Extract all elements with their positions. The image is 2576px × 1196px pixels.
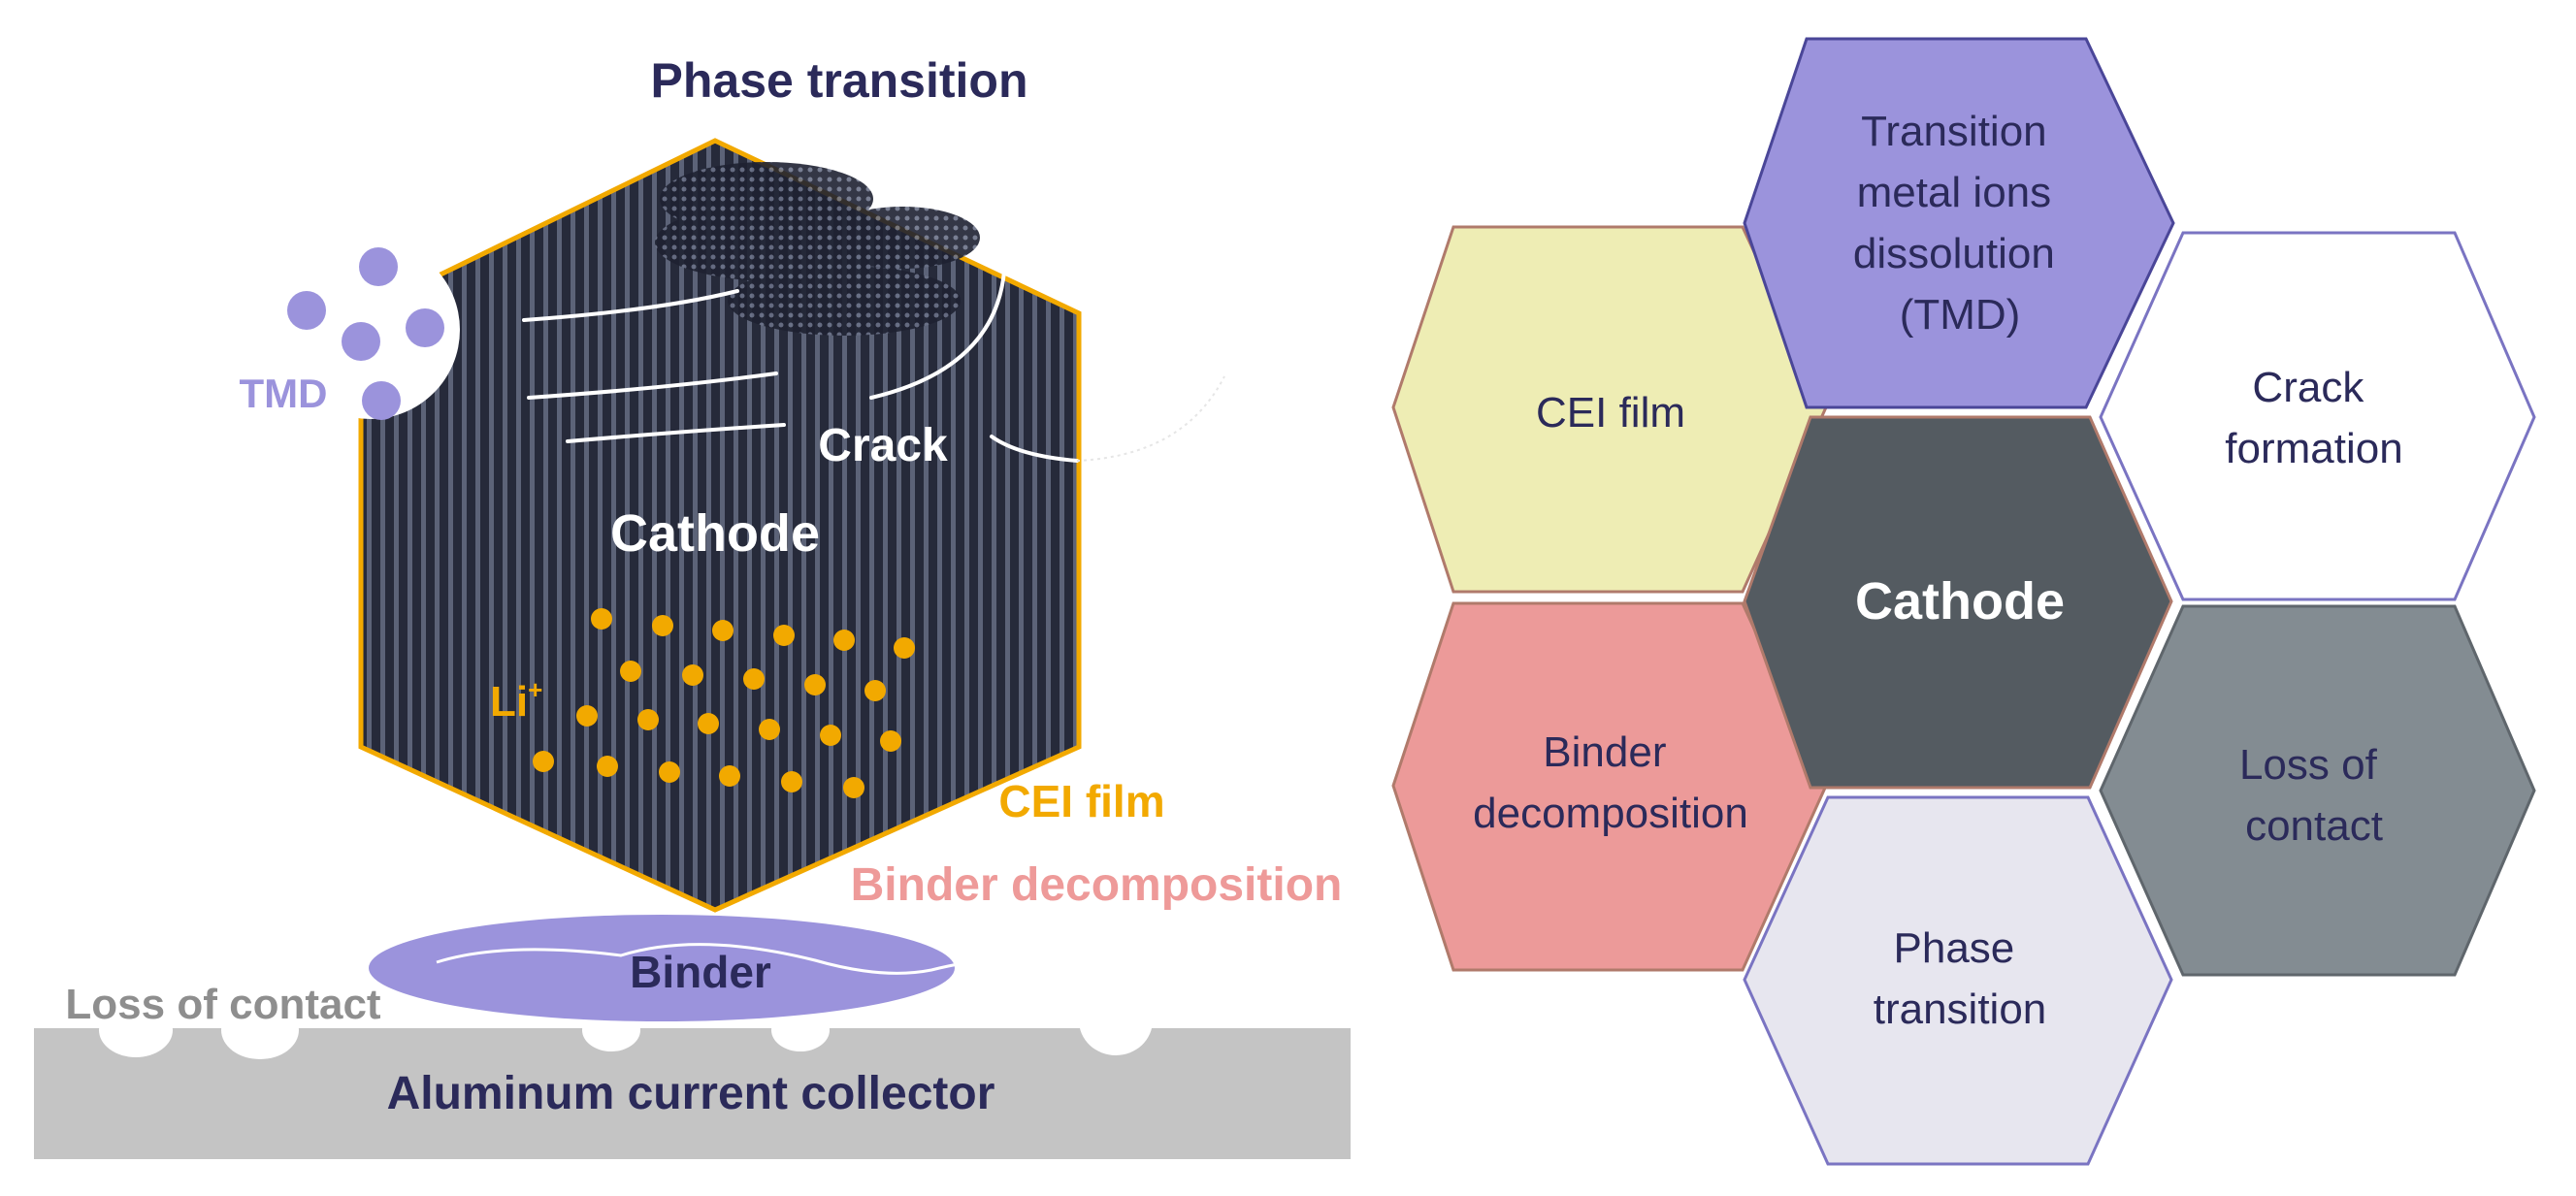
li-label: Li+ [490, 675, 542, 726]
li-ion [864, 680, 886, 701]
hex-cathode-center [1743, 415, 2173, 790]
hex-label-loss-line: contact [2245, 802, 2383, 850]
hex-label-cathode: Cathode [1855, 572, 2065, 630]
crack-line [522, 289, 739, 322]
phase-transition-label: Phase transition [651, 53, 1028, 108]
crack-line [527, 372, 778, 400]
void [221, 1001, 299, 1059]
li-ion [743, 668, 765, 690]
li-ion [781, 771, 802, 792]
li-ion [597, 756, 618, 777]
hex-label-crack-line: formation [2225, 425, 2402, 472]
li-ion [682, 664, 703, 686]
crack-label: Crack [818, 420, 948, 471]
li-ion [620, 661, 641, 682]
crack-fragment-outline [1076, 375, 1225, 462]
cei-film-label: CEI film [998, 776, 1164, 826]
crack-lines [522, 270, 1079, 463]
li-ion [637, 709, 659, 730]
tmd-ions [287, 247, 444, 420]
contact-voids [99, 986, 1153, 1059]
hex-tmd [1743, 37, 2175, 409]
li-ion [591, 608, 612, 630]
phase-blob [825, 207, 980, 269]
tmd-ion [406, 308, 444, 347]
collector-label: Aluminum current collector [387, 1068, 995, 1119]
li-ion [652, 615, 673, 636]
hex-binder-decomposition [1391, 601, 1828, 972]
hex-label-tmd-line: dissolution [1853, 230, 2055, 277]
binder-decomposition-label: Binder decomposition [851, 859, 1343, 911]
hex-label-phase-line: Phase [1894, 924, 2015, 972]
hex-label-loss-line: Loss of [2239, 741, 2378, 789]
li-ion [894, 637, 915, 659]
left-diagram: Phase transition TMD Crack Cathode Li+ C… [34, 53, 1351, 1159]
li-ion [659, 761, 680, 783]
crack-line [869, 270, 1006, 400]
hex-label-binder-line: decomposition [1473, 790, 1748, 837]
hex-label-crack-line: Crack [2252, 364, 2364, 411]
right-hexmap: Transition metal ions dissolution (TMD) … [1391, 37, 2536, 1166]
phase-blob [728, 266, 961, 336]
hex-label-phase: Phase transition [1874, 924, 2047, 1033]
loss-of-contact-label: Loss of contact [65, 981, 380, 1028]
crack-line [566, 423, 786, 443]
li-ion [576, 705, 598, 727]
li-ion [880, 730, 901, 752]
tmd-ion [359, 247, 398, 286]
li-ion [698, 713, 719, 734]
li-ion [533, 751, 554, 772]
void [1079, 986, 1153, 1055]
li-ion [759, 719, 780, 740]
cathode-label: Cathode [610, 504, 820, 563]
li-ion [804, 674, 826, 695]
tmd-label: TMD [240, 371, 328, 416]
hex-label-phase-line: transition [1874, 986, 2047, 1033]
li-text: Li [490, 678, 528, 726]
void [99, 1003, 173, 1057]
void [771, 1009, 830, 1051]
hex-crack-formation [2099, 231, 2536, 601]
tmd-ion [362, 381, 401, 420]
li-ion [712, 620, 734, 641]
hex-label-tmd-line: Transition [1861, 108, 2047, 155]
li-ion [820, 725, 841, 746]
li-ions [533, 608, 915, 798]
li-ion [833, 630, 855, 651]
li-ion [843, 777, 864, 798]
crack-line [990, 435, 1079, 463]
binder-ellipse [369, 915, 955, 1021]
hex-label-crack: Crack formation [2225, 364, 2402, 472]
phase-transition-region [655, 162, 980, 336]
hex-label-loss: Loss of contact [2239, 741, 2389, 850]
binder-chain [436, 943, 1005, 975]
hex-label-tmd-line: (TMD) [1900, 291, 2021, 339]
li-ion [719, 765, 740, 787]
hex-label-binder-line: Binder [1543, 728, 1666, 776]
hex-label-tmd-line: metal ions [1857, 169, 2052, 216]
tmd-ion [287, 291, 326, 330]
tmd-ion [342, 322, 380, 361]
hex-label-binder: Binder decomposition [1473, 728, 1748, 837]
li-charge: + [528, 675, 542, 704]
hex-label-cei: CEI film [1536, 389, 1685, 436]
hex-label-tmd: Transition metal ions dissolution (TMD) [1853, 108, 2067, 339]
hex-phase-transition [1743, 795, 2173, 1166]
binder-label: Binder [630, 947, 771, 997]
hex-loss-of-contact [2099, 604, 2536, 977]
li-ion [773, 625, 795, 646]
